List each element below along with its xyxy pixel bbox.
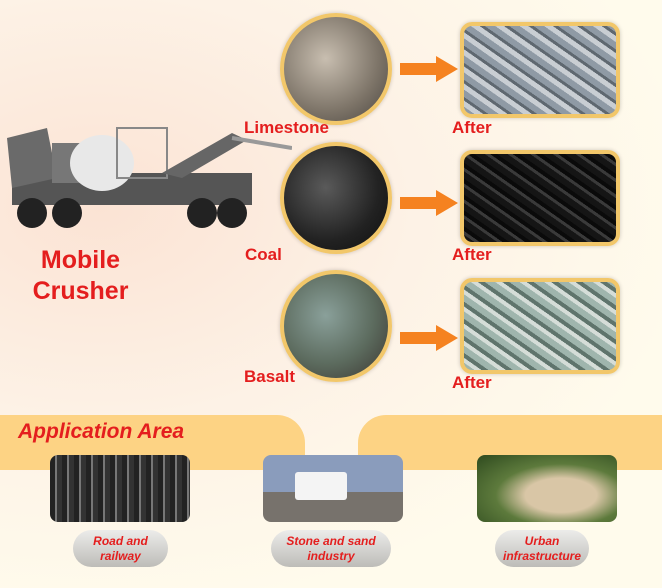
arrow-right-icon	[400, 190, 458, 216]
coal-raw-image	[280, 142, 392, 254]
urban-infrastructure-image	[477, 455, 617, 522]
after-label: After	[452, 118, 492, 137]
basalt-raw-image	[280, 270, 392, 382]
arrow-right-icon	[400, 325, 458, 351]
limestone-after-image	[460, 22, 620, 118]
title-line1: Mobile	[40, 246, 121, 274]
after-label: After	[452, 245, 492, 264]
limestone-raw-image	[280, 13, 392, 125]
mobile-crusher-title: Mobile Crusher	[18, 245, 143, 307]
application-label: Stone and sand industry	[271, 530, 391, 567]
material-label: Coal	[245, 245, 282, 264]
van-shape	[295, 472, 347, 500]
coal-after-image	[460, 150, 620, 246]
application-label: Urban infrastructure	[495, 530, 589, 567]
basalt-after-image	[460, 278, 620, 374]
arrow-right-icon	[400, 56, 458, 82]
application-area-title: Application Area	[18, 420, 185, 443]
title-line2: Crusher	[32, 277, 129, 305]
road-railway-image	[50, 455, 190, 522]
mobile-crusher-image	[7, 127, 292, 228]
material-label: Limestone	[244, 118, 330, 137]
application-label: Road and railway	[73, 530, 168, 567]
stone-sand-image	[263, 455, 403, 522]
after-label: After	[452, 373, 492, 392]
material-label: Basalt	[244, 367, 296, 386]
